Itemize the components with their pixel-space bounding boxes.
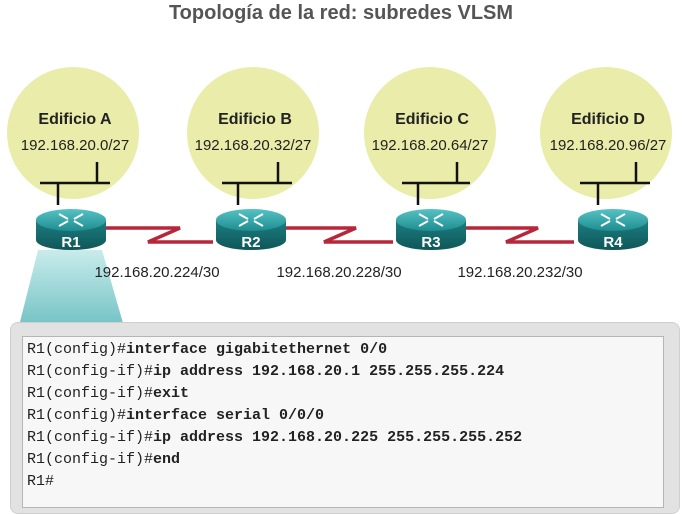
- serial-links: [105, 226, 574, 244]
- cli-line: R1(config-if)#ip address 192.168.20.225 …: [27, 427, 522, 449]
- cli-line: R1(config)#interface serial 0/0/0: [27, 405, 324, 427]
- cli-line: R1#: [27, 471, 54, 493]
- link-r2-r3-network: 192.168.20.228/30: [276, 264, 401, 281]
- lan-switch-b: [222, 162, 292, 205]
- cli-command: interface serial 0/0/0: [126, 407, 325, 424]
- building-a: Edificio A 192.168.20.0/27: [7, 67, 139, 205]
- serial-link-r2-r3: [286, 226, 393, 244]
- building-a-network: 192.168.20.0/27: [21, 137, 129, 154]
- cli-command: interface gigabitethernet 0/0: [126, 341, 388, 358]
- lan-switch-d: [580, 162, 650, 205]
- router-r1: R1: [36, 209, 106, 251]
- router-r2-label: R2: [241, 234, 260, 251]
- cli-command: ip address 192.168.20.1 255.255.255.224: [153, 363, 505, 380]
- cli-panel: R1(config)#interface gigabitethernet 0/0…: [10, 322, 680, 514]
- building-c-name: Edificio C: [395, 111, 469, 128]
- lan-switch-c: [402, 162, 470, 205]
- building-c: Edificio C 192.168.20.64/27: [364, 67, 496, 205]
- serial-link-r1-r2: [105, 226, 213, 244]
- building-b: Edificio B 192.168.20.32/27: [187, 67, 319, 205]
- cli-prompt: R1(config)#: [27, 407, 127, 424]
- cli-command: ip address 192.168.20.225 255.255.255.25…: [153, 429, 523, 446]
- building-a-circle: [7, 67, 139, 199]
- cli-line: R1(config-if)#exit: [27, 383, 189, 405]
- cli-prompt: R1#: [27, 473, 55, 490]
- router-r3-label: R3: [421, 234, 440, 251]
- building-d-circle: [540, 67, 672, 199]
- building-a-name: Edificio A: [38, 111, 112, 128]
- cli-line: R1(config-if)#ip address 192.168.20.1 25…: [27, 361, 504, 383]
- lan-switch-a: [40, 162, 110, 205]
- building-b-network: 192.168.20.32/27: [195, 137, 312, 154]
- building-c-network: 192.168.20.64/27: [372, 137, 489, 154]
- router-r2: R2: [216, 209, 286, 251]
- cli-prompt: R1(config-if)#: [27, 429, 154, 446]
- cli-command: exit: [153, 385, 190, 402]
- cli-line: R1(config)#interface gigabitethernet 0/0: [27, 339, 387, 361]
- building-d-name: Edificio D: [571, 111, 645, 128]
- building-d-network: 192.168.20.96/27: [550, 137, 667, 154]
- building-b-name: Edificio B: [218, 111, 292, 128]
- cli-prompt: R1(config-if)#: [27, 363, 154, 380]
- serial-link-r3-r4: [465, 226, 574, 244]
- link-r3-r4-network: 192.168.20.232/30: [457, 264, 582, 281]
- building-c-circle: [364, 67, 496, 199]
- network-topology-diagram: Edificio A 192.168.20.0/27 Edificio B 19…: [7, 67, 672, 322]
- building-d: Edificio D 192.168.20.96/27: [540, 67, 672, 205]
- cli-command: end: [153, 451, 181, 468]
- link-r1-r2-network: 192.168.20.224/30: [94, 264, 219, 281]
- building-b-circle: [187, 67, 319, 199]
- cli-line: R1(config-if)#end: [27, 449, 180, 471]
- cli-prompt: R1(config-if)#: [27, 451, 154, 468]
- page-title: Topología de la red: subredes VLSM: [168, 2, 514, 24]
- cli-prompt: R1(config-if)#: [27, 385, 154, 402]
- router-r4: R4: [578, 209, 648, 251]
- cli-prompt: R1(config)#: [27, 341, 127, 358]
- router-r4-label: R4: [603, 234, 623, 251]
- cli-terminal: R1(config)#interface gigabitethernet 0/0…: [22, 336, 664, 508]
- cli-callout: [20, 250, 123, 322]
- router-r1-label: R1: [61, 234, 80, 251]
- router-r3: R3: [396, 209, 466, 251]
